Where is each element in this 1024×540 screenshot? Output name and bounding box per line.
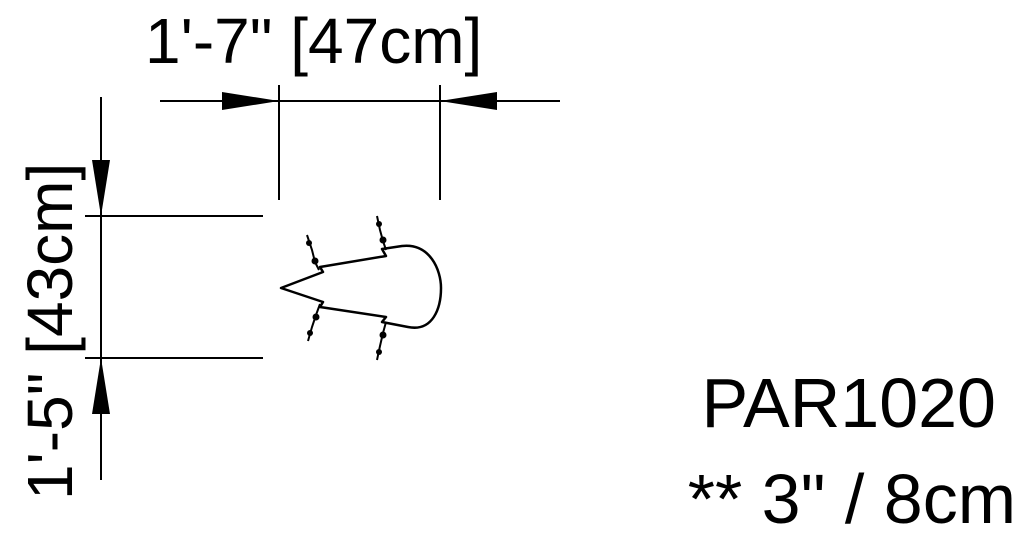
width-arrow-left <box>222 92 279 110</box>
width-dimension-label: 1'-7" [47cm] <box>145 5 482 77</box>
hardware-top-left <box>306 234 320 271</box>
hardware-bottom-left <box>307 303 321 342</box>
height-dimension-label: 1'-5" [43cm] <box>14 163 86 500</box>
height-dimension: 1'-5" [43cm] <box>14 97 263 500</box>
thickness-note: ** 3" / 8cm <box>688 460 1016 538</box>
height-arrow-bottom <box>92 358 110 414</box>
height-arrow-top <box>92 160 110 216</box>
width-dimension: 1'-7" [47cm] <box>145 5 560 200</box>
model-number: PAR1020 <box>702 364 996 442</box>
arrow-table-outline <box>279 244 443 329</box>
width-arrow-right <box>440 92 497 110</box>
hardware-bottom-right <box>376 321 387 361</box>
hardware-top-right <box>376 215 387 251</box>
